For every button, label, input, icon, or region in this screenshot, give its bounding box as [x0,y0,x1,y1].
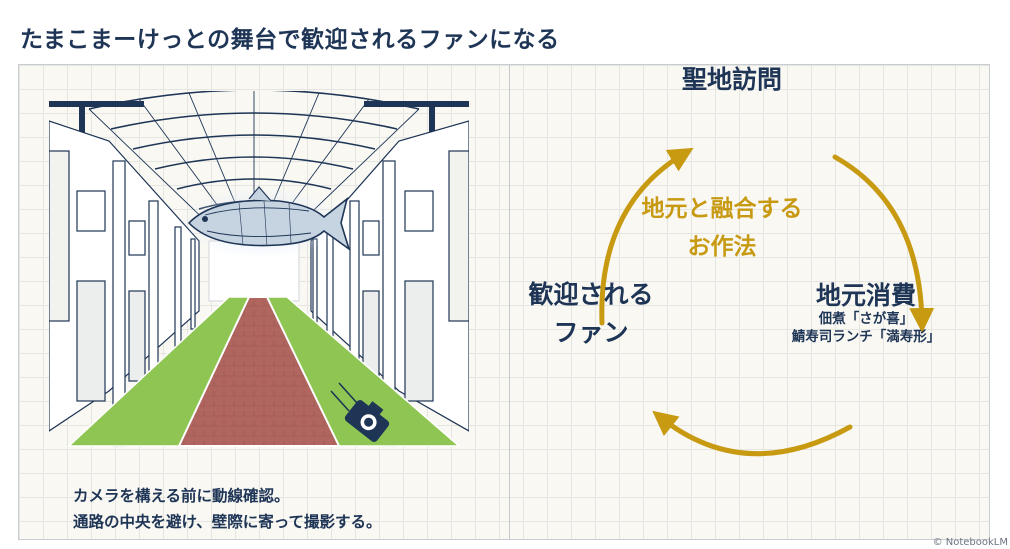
welcomed-fan-line-2: ファン [553,318,629,347]
photo-caption: カメラを構える前に動線確認。 通路の中央を避け、壁際に寄って撮影する。 [73,483,381,535]
caption-line-1: カメラを構える前に動線確認。 [73,487,290,505]
right-storefronts [310,120,469,447]
example-tsukudani: 佃煮「さが喜」 [818,311,914,327]
camera-icon [330,382,390,442]
shopping-arcade-illustration [49,91,469,447]
center-line-2: お作法 [687,234,757,260]
arrow-top-to-right [832,154,935,333]
left-storefronts [49,120,200,447]
cycle-arrows [599,147,935,457]
mackerel-icon [187,186,351,252]
walkway-center-red [177,296,341,447]
cycle-center-label: 地元と融合する お作法 [612,190,832,266]
welcomed-fan-line-1: 歓迎される [528,280,654,309]
cycle-node-local-consumption: 地元消費 [815,281,916,310]
diagram-board: カメラを構える前に動線確認。 通路の中央を避け、壁際に寄って撮影する。 [18,64,990,540]
roof-beams [49,101,469,133]
page-title: たまこまーけっとの舞台で歓迎されるファンになる [20,27,560,53]
caption-line-2: 通路の中央を避け、壁際に寄って撮影する。 [73,513,382,531]
cycle-node-welcomed-fan: 歓迎される ファン [506,276,676,352]
panel-divider [509,65,510,539]
local-consumption-examples: 佃煮「さが喜」 鯖寿司ランチ「満寿形」 [756,310,976,346]
copyright-notice: © NotebookLM [932,537,1008,548]
center-line-1: 地元と融合する [641,196,803,222]
cycle-node-pilgrimage: 聖地訪問 [681,65,782,94]
arrow-right-to-left [652,410,853,457]
arrow-left-to-top [599,147,694,326]
example-saba-sushi: 鯖寿司ランチ「満寿形」 [791,329,941,345]
